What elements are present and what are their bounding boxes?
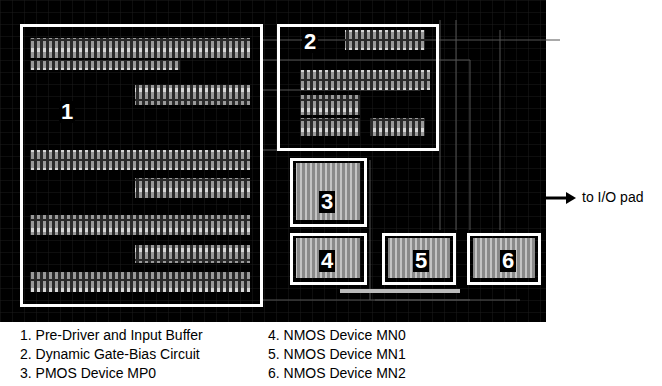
key-entry: 5. NMOS Device MN1 [268,346,406,363]
region-box: 6 [467,233,541,285]
key-entry: 3. PMOS Device MP0 [20,365,156,382]
key-entry: 4. NMOS Device MN0 [268,327,406,344]
die-background [0,0,546,322]
die-grid [0,0,546,322]
key-entry: 1. Pre-Driver and Input Buffer [20,327,203,344]
key-entry: 6. NMOS Device MN2 [268,365,406,382]
region-box: 5 [382,233,456,285]
region-box: 1 [20,24,263,307]
region-box: 3 [290,158,367,227]
callout-number: 4 [319,250,335,272]
pad-label: to I/O pad [582,189,643,206]
region-box: 2 [277,24,439,151]
callout-number: 6 [500,250,516,272]
transistor-arrays [296,163,535,293]
callout-number: 3 [319,191,335,213]
callout-number: 1 [59,101,75,123]
callout-number: 5 [413,250,429,272]
callout-number: 2 [302,31,318,53]
region-box: 4 [290,233,367,285]
key-entry: 2. Dynamic Gate-Bias Circuit [20,346,200,363]
wiring [262,20,560,300]
pad-arrow [546,192,576,204]
standard-cell-rows [30,30,430,292]
